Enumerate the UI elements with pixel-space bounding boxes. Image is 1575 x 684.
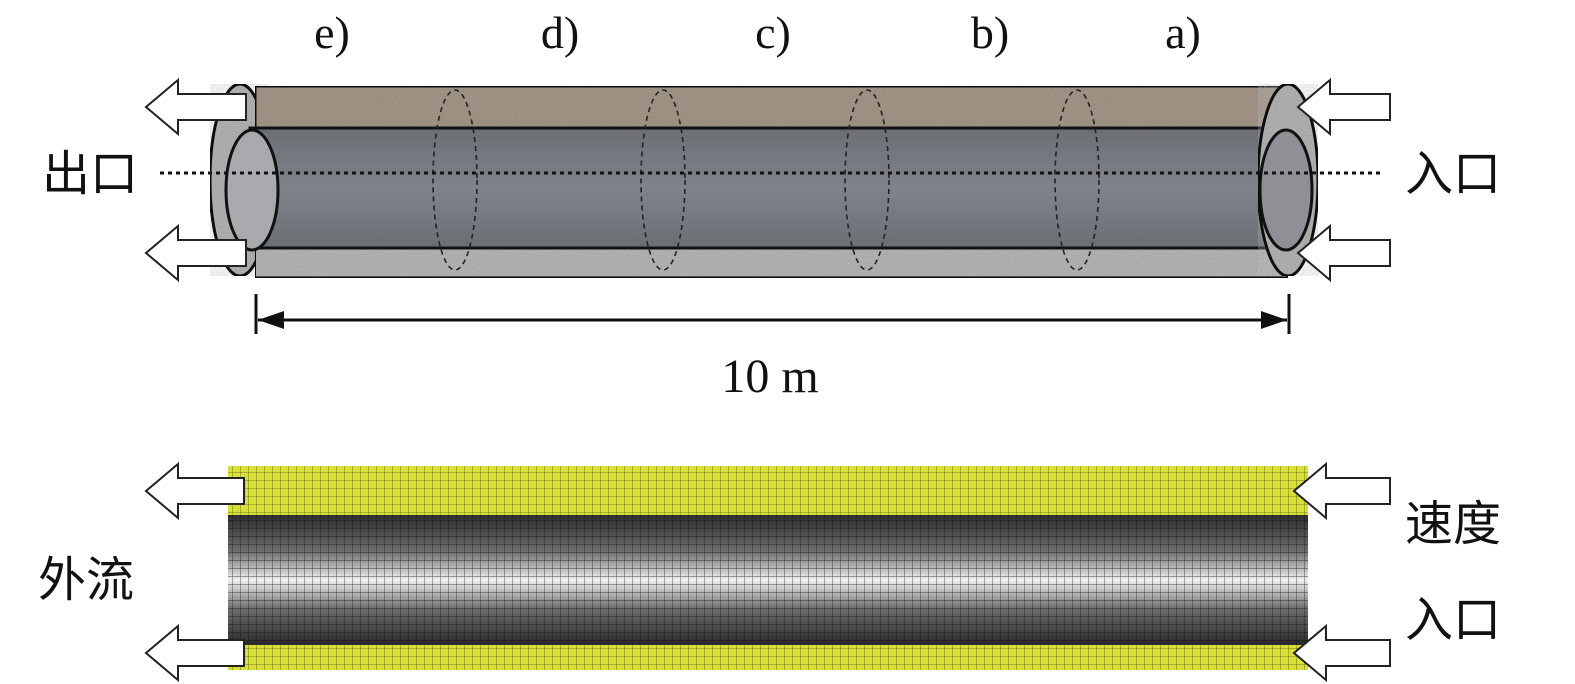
outlet-arrow-top: [144, 77, 247, 137]
inlet-arrow-top: [1296, 77, 1391, 137]
mesh-outlet-arrow-bottom: [144, 623, 245, 683]
outlet-arrow-bottom: [144, 223, 247, 283]
outlet-pipe-end: [224, 128, 280, 252]
mesh-inlet-arrow-bottom: [1292, 623, 1391, 683]
mesh-figure: 外流 速度 入口: [38, 461, 1501, 683]
mesh-inlet-arrow-top: [1292, 461, 1391, 521]
inlet-arrows: [1296, 77, 1391, 283]
inner-mesh-grid: [228, 515, 1308, 645]
section-label-e: e): [314, 7, 350, 58]
mesh-outlet-arrows: [144, 461, 245, 683]
section-label-a: a): [1165, 7, 1201, 58]
inlet-arrow-bottom: [1296, 223, 1391, 283]
outer-flow-label: 外流: [38, 552, 134, 608]
section-label-d: d): [541, 7, 579, 58]
outlet-arrows: [144, 77, 247, 283]
soil-layer-lower: [256, 246, 1287, 276]
inner-pipe: [248, 126, 1287, 250]
length-dimension: [254, 294, 1291, 334]
mesh-outlet-arrow-top: [144, 461, 245, 521]
top-pipe-figure: e) d) c) b) a): [42, 7, 1501, 403]
section-label-b: b): [971, 7, 1009, 58]
outlet-label: 出口: [42, 146, 138, 202]
section-label-c: c): [755, 7, 791, 58]
inlet-pipe-end: [1258, 128, 1314, 252]
inlet-label: 入口: [1405, 146, 1501, 202]
length-label: 10 m: [721, 350, 818, 403]
velocity-label: 速度: [1405, 496, 1501, 552]
mesh-inlet-label: 入口: [1405, 592, 1501, 648]
section-markers: [432, 89, 1100, 271]
mesh-inlet-arrows: [1292, 461, 1391, 683]
